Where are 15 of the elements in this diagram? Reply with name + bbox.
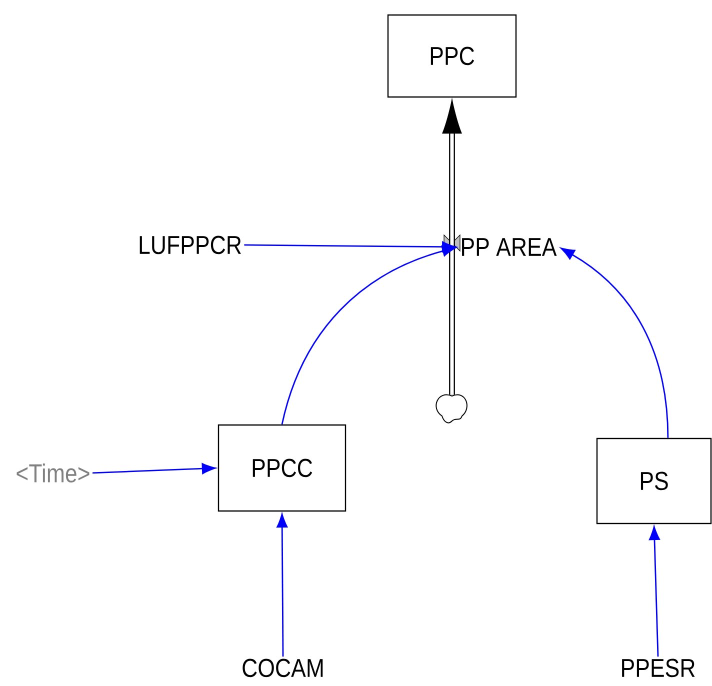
cloud — [436, 394, 468, 424]
arrow — [92, 463, 216, 474]
variable-label: PP AREA — [462, 238, 557, 256]
arrow — [648, 526, 660, 657]
variable-label: PPESR — [622, 658, 695, 678]
shadow-variable-label: <Time> — [16, 463, 90, 482]
variable-box: PPC — [387, 14, 517, 98]
flow-pipe — [442, 100, 462, 395]
variable-label: LUFPPCR — [140, 236, 241, 254]
variable-box: PPCC — [218, 424, 346, 512]
arrow — [276, 514, 288, 657]
variable-box: PS — [596, 438, 712, 524]
arrow — [281, 246, 456, 425]
variable-label: COCAM — [242, 658, 323, 678]
arrow — [560, 248, 669, 438]
